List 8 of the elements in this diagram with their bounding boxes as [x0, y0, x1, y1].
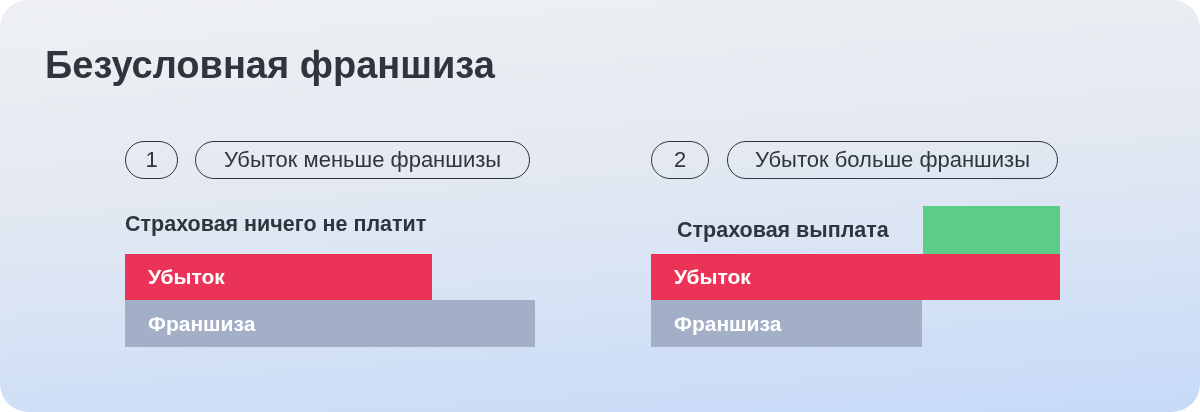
loss-bar: Убыток: [651, 254, 1060, 300]
payout-bar: [923, 206, 1060, 254]
loss-bar: Убыток: [125, 254, 432, 300]
bar-caption: Страховая выплата: [677, 216, 889, 244]
title: Безусловная франшиза: [45, 43, 495, 88]
deductible-bar: Франшиза: [125, 300, 535, 347]
deductible-bar: Франшиза: [651, 300, 922, 347]
section-note: Страховая ничего не платит: [125, 210, 427, 238]
